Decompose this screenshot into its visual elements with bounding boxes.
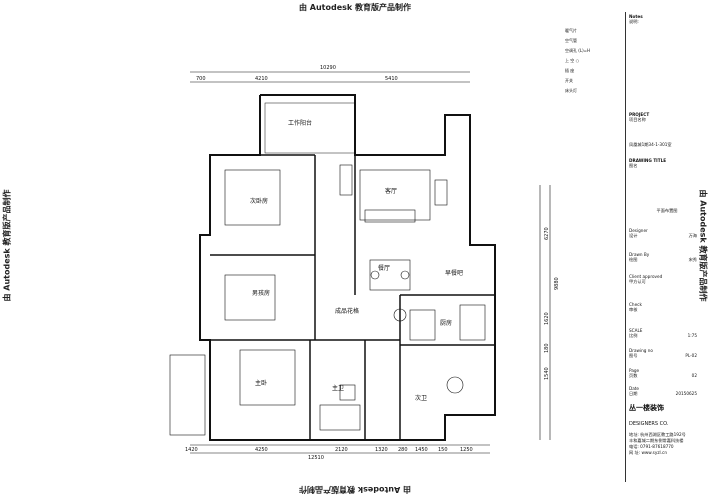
legend: 暖气片 空气管 空调孔 (L)=H 上 空 ○ 插 座 开关 床头灯	[565, 28, 620, 98]
room-kids: 男孩房	[252, 289, 270, 297]
watermark-bottom: 由 Autodesk 教育版产品制作	[299, 485, 412, 494]
room-master-bath: 主卫	[332, 384, 344, 392]
room-master: 主卧	[255, 379, 267, 387]
room-kitchen: 厨房	[440, 319, 452, 327]
cabinet-label: 成品花格	[335, 307, 359, 315]
company-logo: 丛一楼装饰	[629, 404, 664, 412]
project-name: 凤凰城1期34-1-301室	[629, 142, 672, 147]
dim-bot-g: 150	[438, 447, 448, 453]
dim-bot-b: 4250	[255, 447, 268, 453]
dim-bot-a: 1420	[185, 447, 198, 453]
drawing-title: 平面布置图	[656, 208, 678, 213]
legend-item: 开关	[565, 78, 573, 83]
dim-right-c: 180	[544, 343, 550, 353]
dim-bot-f: 1450	[415, 447, 428, 453]
dim-bot-d: 1320	[375, 447, 388, 453]
room-living: 客厅	[385, 187, 397, 195]
dim-right-total: 9880	[554, 277, 560, 290]
dim-bot-c: 2120	[335, 447, 348, 453]
legend-item: 暖气片	[565, 28, 577, 33]
room-second-bed: 次卧房	[250, 197, 268, 205]
dim-right-d: 1540	[544, 367, 550, 380]
room-dining: 餐厅	[378, 264, 390, 272]
legend-item: 上 空 ○	[565, 58, 580, 63]
room-breakfast: 早餐吧	[445, 269, 463, 277]
dim-right-a: 6270	[544, 227, 550, 240]
legend-item: 插 座	[565, 68, 575, 73]
dim-bot-total: 12510	[308, 455, 324, 460]
room-work-balcony: 工作阳台	[288, 119, 312, 127]
dim-top-total: 10290	[320, 65, 336, 71]
dim-top-c: 5410	[385, 76, 398, 82]
dim-bot-e: 280	[398, 447, 408, 453]
legend-item: 床头灯	[565, 88, 577, 93]
dim-bot-h: 1250	[460, 447, 473, 453]
dim-top-a: 700	[196, 76, 206, 82]
floor-plan: 工作阳台 客厅 次卧房 男孩房 餐厅 早餐吧 成品花格 厨房 主卧 主卫 次卫 …	[169, 65, 560, 460]
watermark-left: 由 Autodesk 教育版产品制作	[2, 189, 12, 302]
room-second-bath: 次卫	[415, 394, 427, 402]
dim-right-b: 1620	[544, 312, 550, 325]
watermark-top: 由 Autodesk 教育版产品制作	[298, 3, 411, 12]
legend-item: 空调孔 (L)=H	[565, 48, 590, 53]
legend-item: 空气管	[565, 38, 577, 43]
dim-top-b: 4210	[255, 76, 268, 82]
